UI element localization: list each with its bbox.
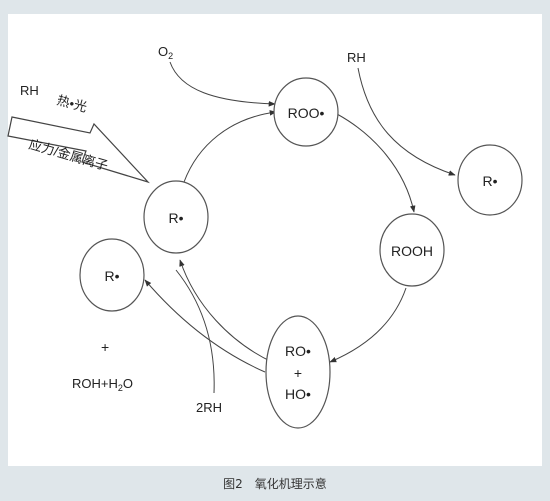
node-r-right bbox=[457, 144, 523, 216]
node-rooh bbox=[379, 213, 445, 287]
node-roo bbox=[273, 77, 339, 147]
arrow-r-to-roo bbox=[183, 110, 277, 183]
arrow-to-r-left bbox=[144, 279, 266, 373]
roh-h2o-label: ROH+H2O bbox=[72, 376, 133, 393]
node-plus-label: + bbox=[294, 365, 302, 381]
arrow-2rh-in bbox=[175, 269, 215, 394]
node-r-left bbox=[79, 238, 145, 312]
arrow-rooh-to-ro bbox=[329, 287, 407, 363]
node-ho-label: HO• bbox=[285, 386, 311, 402]
node-rooh-label: ROOH bbox=[391, 243, 433, 259]
rh-reactant-label: RH bbox=[20, 83, 39, 98]
node-r-left-label: R• bbox=[104, 268, 119, 284]
arrow-o2-in bbox=[169, 61, 276, 107]
two-rh-label: 2RH bbox=[196, 400, 222, 415]
node-roo-label: ROO• bbox=[288, 105, 325, 121]
node-r-right-label: R• bbox=[482, 173, 497, 189]
rh-top-label: RH bbox=[347, 50, 366, 65]
node-r-center bbox=[143, 180, 209, 254]
arrow-ro-to-r bbox=[179, 259, 273, 363]
figure-caption: 图2 氧化机理示意 bbox=[223, 476, 327, 491]
initiation-arrow bbox=[7, 116, 150, 184]
node-r-center-label: R• bbox=[168, 210, 183, 226]
node-ro-ho bbox=[265, 315, 331, 429]
heat-light-label: 热•光 bbox=[55, 92, 88, 114]
o2-label: O2 bbox=[158, 44, 173, 61]
node-ro-label: RO• bbox=[285, 343, 311, 359]
plus-left-label: + bbox=[101, 339, 109, 355]
arrow-rh-to-r-right bbox=[357, 67, 456, 176]
arrow-roo-to-rooh bbox=[336, 113, 416, 213]
